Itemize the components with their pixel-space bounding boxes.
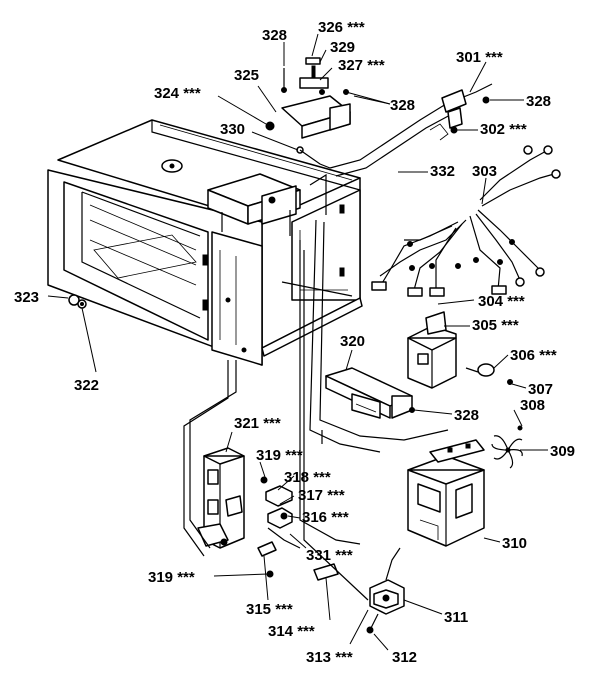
fan-blade — [491, 425, 523, 469]
label-324: 324 *** — [154, 85, 201, 102]
label-332: 332 — [430, 163, 455, 180]
label-302: 302 *** — [480, 121, 527, 138]
label-311: 311 — [444, 609, 468, 626]
label-317: 317 *** — [298, 487, 345, 504]
label-303: 303 — [472, 163, 497, 180]
label-327: 327 *** — [338, 57, 385, 74]
label-318: 318 *** — [284, 469, 331, 486]
label-323: 323 — [14, 289, 39, 306]
label-304: 304 *** — [478, 293, 525, 310]
label-331: 331 *** — [306, 547, 353, 564]
label-320: 320 — [340, 333, 365, 350]
label-330: 330 — [220, 121, 245, 138]
label-314: 314 *** — [268, 623, 315, 640]
label-316: 316 *** — [302, 509, 349, 526]
oven-cavity — [47, 119, 363, 366]
interlock-switches — [257, 485, 339, 581]
label-329: 329 — [330, 39, 355, 56]
label-326: 326 *** — [318, 19, 365, 36]
label-315: 315 *** — [246, 601, 293, 618]
wiring-runs — [183, 219, 449, 601]
label-322: 322 — [74, 377, 99, 394]
motor-bracket — [407, 439, 485, 547]
feet — [68, 294, 87, 309]
label-328-top: 328 — [262, 27, 287, 44]
label-319-upper: 319 *** — [256, 447, 303, 464]
wire-harness — [371, 145, 561, 297]
air-duct — [325, 367, 415, 419]
leader-lines — [47, 33, 548, 651]
label-328-cord: 328 — [526, 93, 551, 110]
part-number-labels: 326 *** 328 329 327 *** 301 *** 325 324 … — [14, 19, 575, 666]
label-325: 325 — [234, 67, 259, 84]
label-328-duct: 328 — [454, 407, 479, 424]
label-321: 321 *** — [234, 415, 281, 432]
switch-bracket — [197, 447, 268, 549]
top-bracket-assembly — [265, 57, 351, 154]
label-306: 306 *** — [510, 347, 557, 364]
label-305: 305 *** — [472, 317, 519, 334]
label-319-lower: 319 *** — [148, 569, 195, 586]
label-312: 312 — [392, 649, 417, 666]
label-308: 308 — [520, 397, 545, 414]
label-301: 301 *** — [456, 49, 503, 66]
label-310: 310 — [502, 535, 527, 552]
label-309: 309 — [550, 443, 575, 460]
label-313: 313 *** — [306, 649, 353, 666]
label-328-bracket: 328 — [390, 97, 415, 114]
capacitor-assembly — [407, 311, 513, 389]
fan-motor — [366, 547, 405, 634]
label-307: 307 — [528, 381, 553, 398]
power-cord-assembly — [299, 83, 493, 177]
